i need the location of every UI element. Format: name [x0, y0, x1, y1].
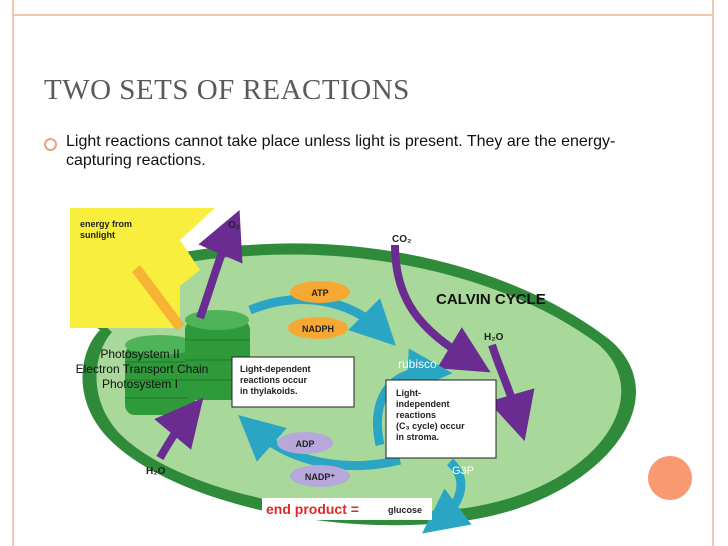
- end-product-label: end product =: [266, 501, 359, 517]
- bullet-text: Light reactions cannot take place unless…: [66, 133, 616, 169]
- nadph-label: NADPH: [302, 324, 334, 334]
- nadp-pill: [290, 465, 350, 487]
- adp-pill: [277, 432, 333, 454]
- bullet-circle-icon: [44, 138, 57, 151]
- rubisco-label: rubisco: [398, 357, 437, 371]
- photosystem-i-label: Photosystem I: [102, 377, 178, 391]
- h2o-right-label: H₂O: [484, 332, 504, 343]
- slide-title: TWO SETS OF REACTIONS: [44, 74, 410, 106]
- co2-label: CO₂: [392, 234, 411, 245]
- sun-label-1: energy from: [80, 219, 132, 229]
- photosystem-ii-label: Photosystem II: [100, 347, 179, 361]
- co2-arrow: [391, 244, 491, 373]
- thylakoid-stack-left: [125, 335, 195, 415]
- sun-label-2: sunlight: [80, 230, 115, 240]
- frame-right-line: [712, 0, 714, 546]
- atp-pill: [290, 281, 350, 303]
- light-dependent-line-2: reactions occur: [240, 375, 308, 385]
- light-dependent-line-1: Light-dependent: [240, 364, 311, 374]
- light-beam: [132, 265, 185, 330]
- etc-label: Electron Transport Chain: [76, 362, 209, 376]
- frame-top-line: [12, 14, 714, 16]
- frame-left-line: [12, 0, 14, 546]
- nadph-pill: [288, 317, 348, 339]
- o2-label: O₂: [228, 220, 240, 231]
- g3p-label: G3P: [452, 465, 474, 477]
- nadp-label: NADP⁺: [305, 472, 336, 482]
- o2-arrow: [196, 209, 243, 320]
- glucose-label: glucose: [388, 505, 422, 515]
- h2o-right-arrow: [488, 343, 535, 442]
- light-dependent-box: [231, 356, 355, 408]
- adp-cycle-arrow: [238, 415, 402, 471]
- h2o-bottom-label: H₂O: [146, 466, 166, 477]
- end-product-background: [262, 498, 432, 520]
- atp-label: ATP: [311, 288, 328, 298]
- g3p-cycle-arrow: [422, 458, 472, 534]
- light-independent-box: [385, 379, 497, 459]
- adp-label: ADP: [295, 439, 314, 449]
- light-independent-line-1: Light-: [396, 388, 421, 398]
- light-independent-line-3: reactions: [396, 410, 436, 420]
- calvin-cycle-label: CALVIN CYCLE: [436, 291, 546, 308]
- light-independent-line-4: (C₃ cycle) occur: [396, 421, 465, 431]
- h2o-bottom-arrow: [154, 397, 204, 460]
- light-independent-line-5: in stroma.: [396, 432, 439, 442]
- light-dependent-line-3: in thylakoids.: [240, 386, 298, 396]
- light-independent-line-2: independent: [396, 399, 450, 409]
- decorative-orange-circle: [648, 456, 692, 500]
